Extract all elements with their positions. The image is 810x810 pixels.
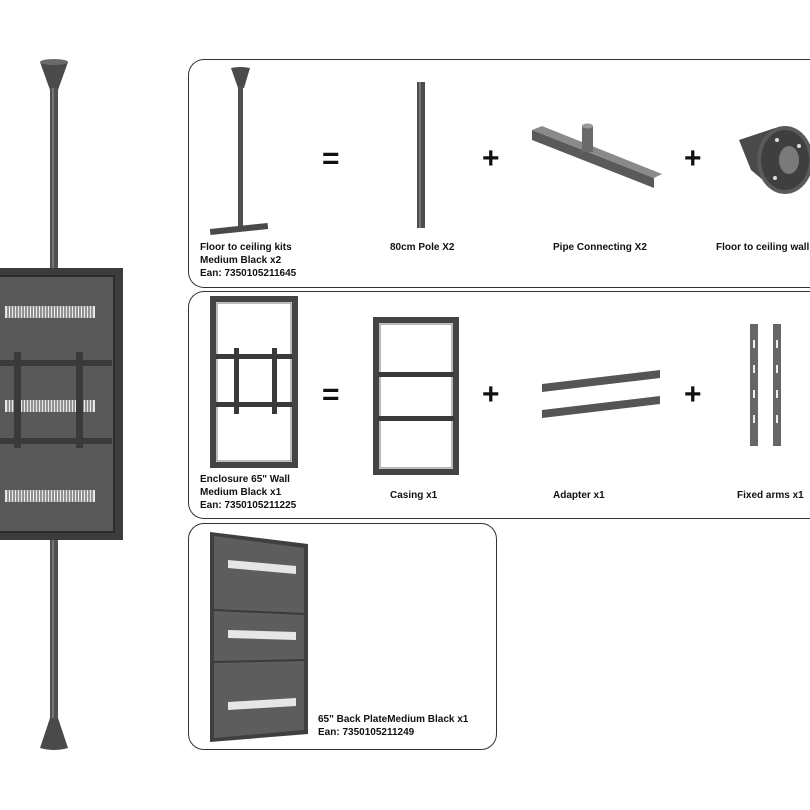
enclosure-kit-image	[210, 296, 298, 468]
assembled-unit-illustration	[0, 59, 123, 750]
equals-sign: =	[322, 142, 340, 175]
pipe-connecting-label: Pipe Connecting X2	[553, 242, 647, 253]
floor-to-ceiling-kit-label: Floor to ceiling kits Medium Black x2 Ea…	[200, 241, 296, 280]
adapter-label: Adapter x1	[553, 490, 605, 501]
wall-plate-image	[739, 126, 810, 194]
enclosure-kit-label: Enclosure 65" Wall Medium Black x1 Ean: …	[200, 473, 296, 512]
adapter-image	[542, 370, 660, 418]
floor-to-ceiling-kit-image	[209, 67, 269, 236]
kit-label-line2: Ean: 7350105211249	[318, 727, 415, 738]
pole-image	[417, 82, 425, 228]
casing-image	[373, 317, 459, 475]
fixed-arms-image	[750, 324, 781, 446]
plus-sign: +	[684, 378, 702, 411]
kit-label-line3: Ean: 7350105211225	[200, 500, 297, 511]
equals-sign: =	[322, 378, 340, 411]
wall-plate-label: Floor to ceiling wall pla	[716, 242, 810, 253]
kit-label-line1: Enclosure 65" Wall	[200, 474, 290, 485]
plus-sign: +	[482, 142, 500, 175]
pipe-connecting-image	[532, 123, 662, 188]
back-plate-image	[210, 532, 308, 742]
casing-label: Casing x1	[390, 490, 438, 501]
kit-label-line1: Floor to ceiling kits	[200, 242, 292, 253]
kit-label-line2: Medium Black x2	[200, 255, 282, 266]
plus-sign: +	[684, 142, 702, 175]
fixed-arms-label: Fixed arms x1	[737, 490, 804, 501]
floor-to-ceiling-kit-panel	[188, 59, 810, 288]
back-plate-label: 65" Back PlateMedium Black x1 Ean: 73501…	[318, 713, 468, 739]
kit-label-line2: Medium Black x1	[200, 487, 282, 498]
kit-label-line1: 65" Back PlateMedium Black x1	[318, 714, 469, 725]
kit-label-line3: Ean: 7350105211645	[200, 268, 297, 279]
pole-label: 80cm Pole X2	[390, 242, 455, 253]
plus-sign: +	[482, 378, 500, 411]
